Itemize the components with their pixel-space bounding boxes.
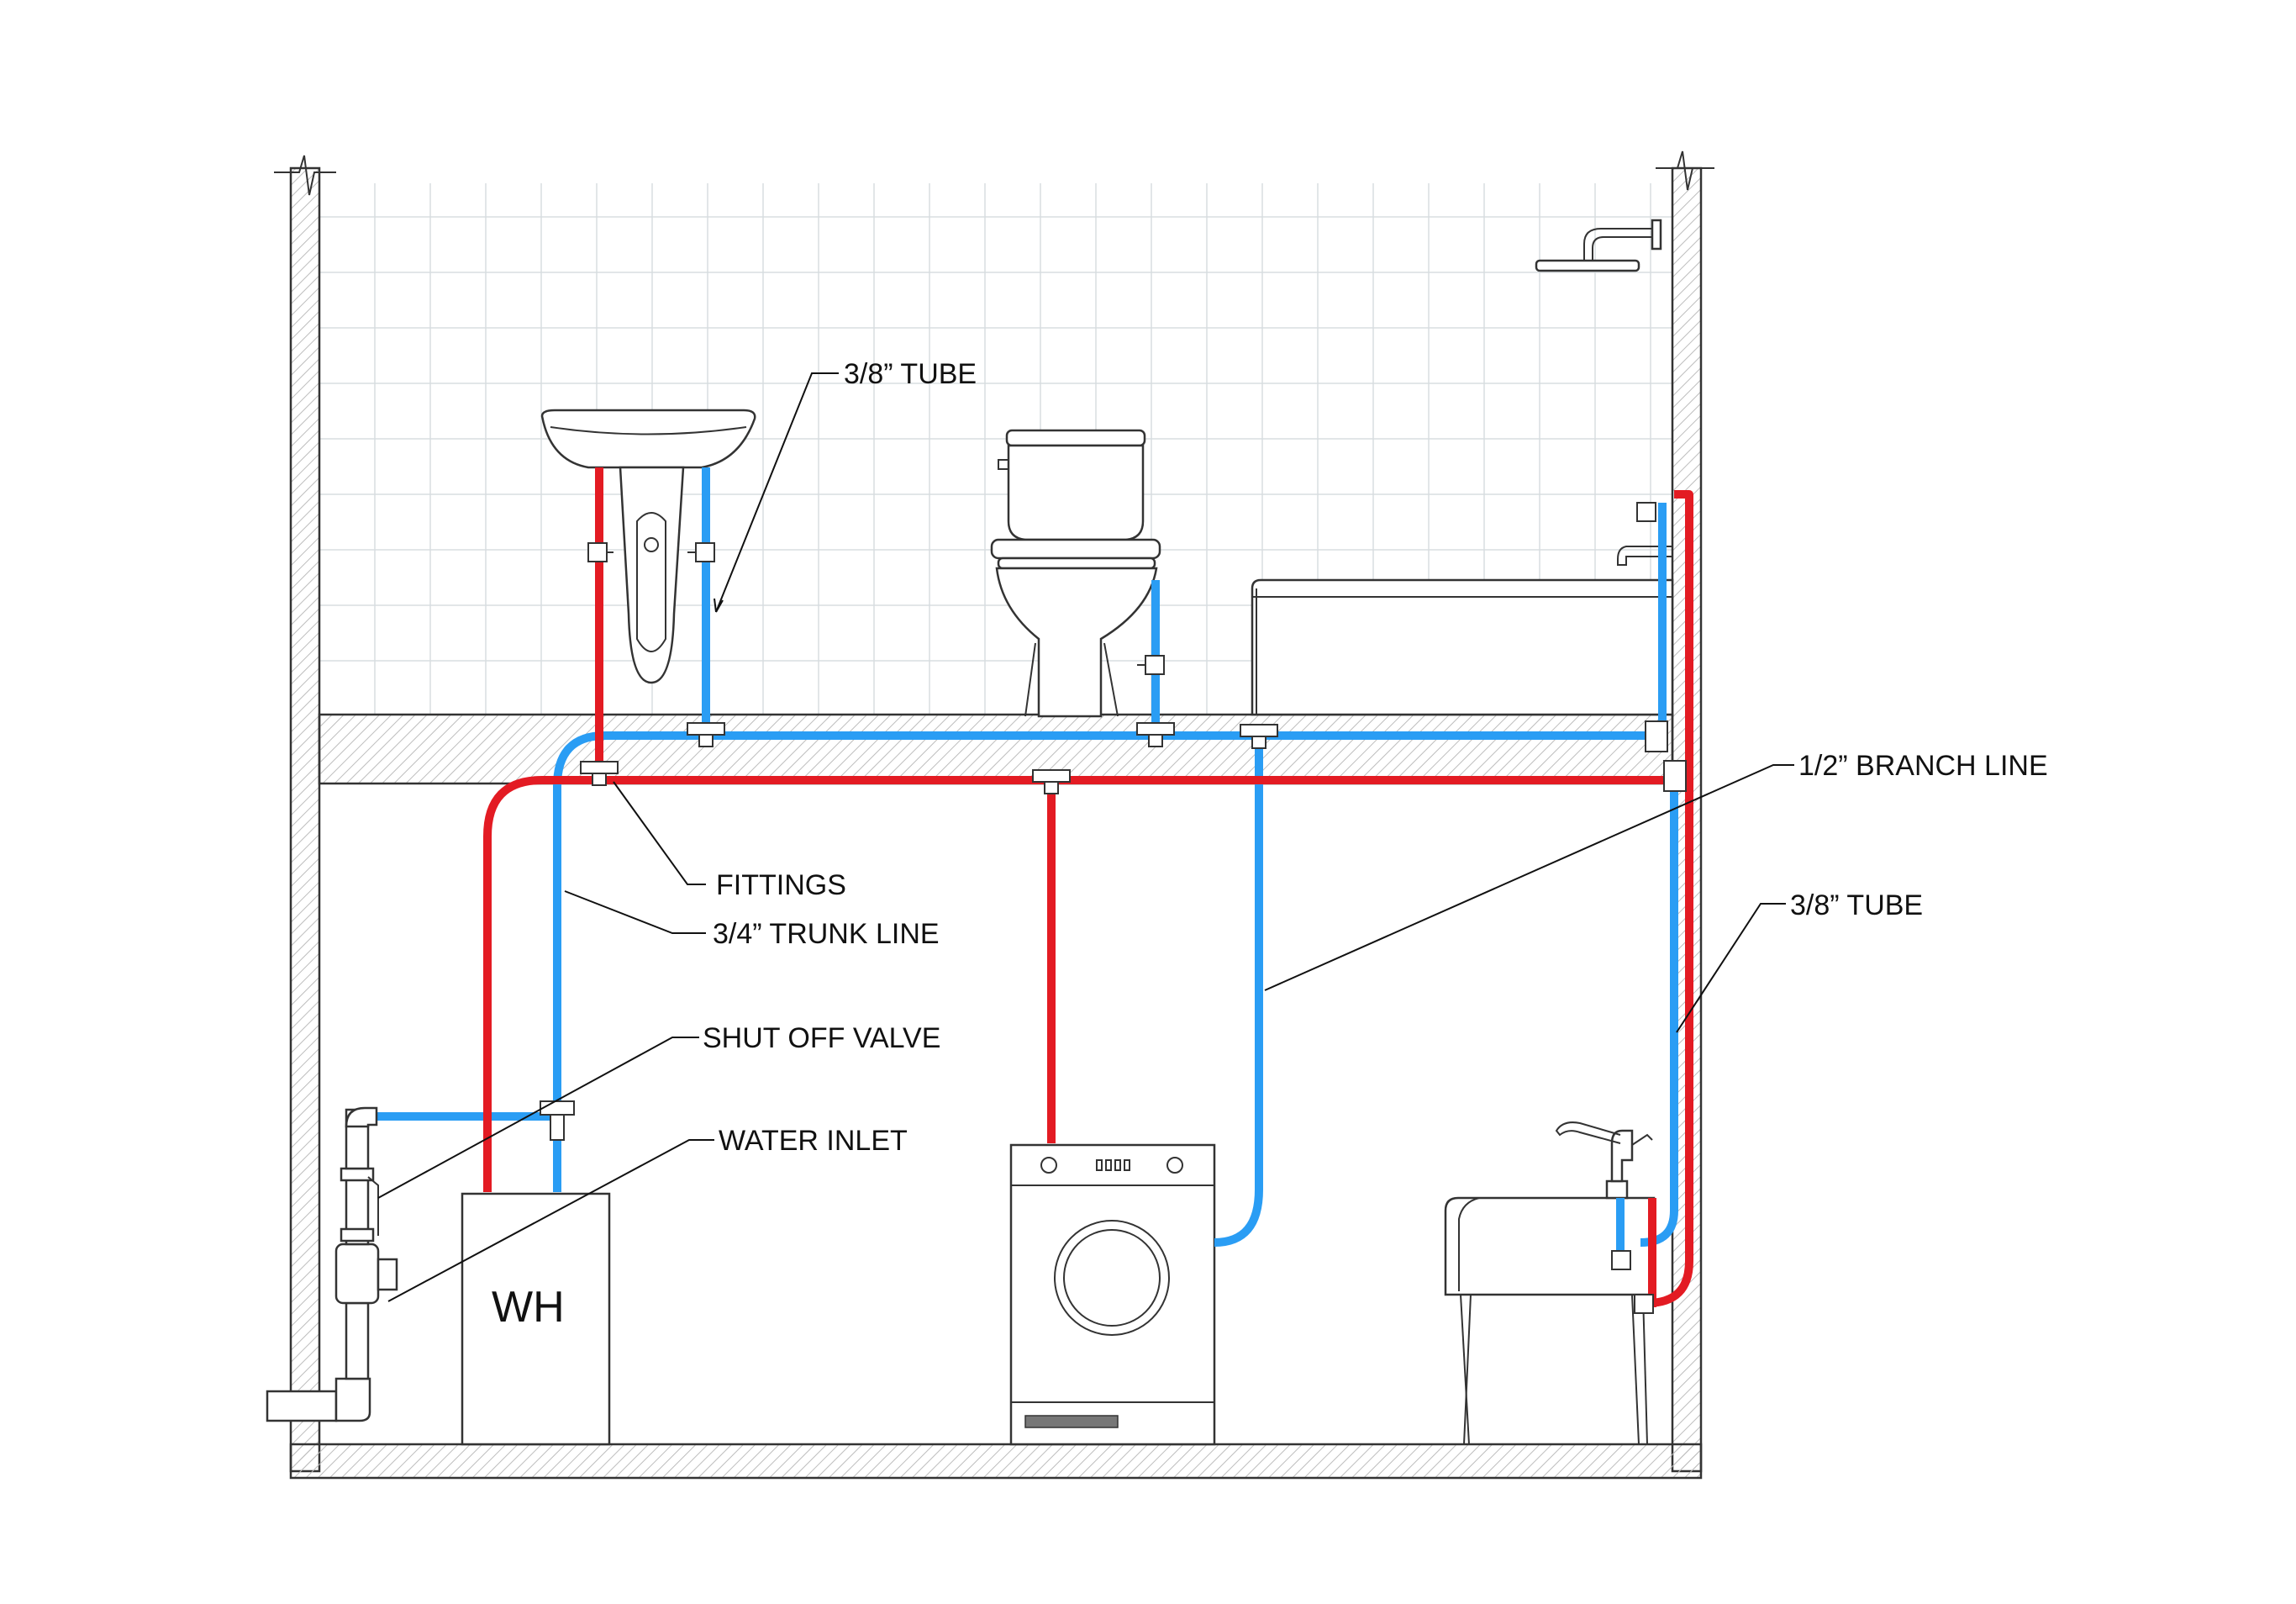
leader-branch-line <box>1264 764 1794 991</box>
leader-shut-off-valve <box>377 1037 699 1199</box>
toilet-icon <box>990 429 1161 718</box>
stop-valve <box>1636 502 1656 522</box>
bathtub-icon <box>1251 546 1674 716</box>
tee-fitting <box>687 722 725 747</box>
label-water-inlet: WATER INLET <box>719 1125 908 1157</box>
leader-water-inlet <box>387 1139 714 1302</box>
left-wall <box>289 166 321 1473</box>
label-trunk-line: 3/4” TRUNK LINE <box>713 918 940 950</box>
shower-head-icon <box>1535 219 1662 272</box>
tee-fitting <box>1240 724 1278 749</box>
leader-trunk-line <box>564 890 706 934</box>
annotation-labels: 3/8” TUBE 1/2” BRANCH LINE 3/8” TUBE FIT… <box>703 358 2048 1157</box>
valve-icon <box>266 1106 398 1422</box>
annotation-leaders <box>377 372 1794 1302</box>
stop-valve <box>1611 1250 1631 1270</box>
stop-valve <box>1137 655 1165 675</box>
utility-sink-icon <box>1444 1121 1656 1445</box>
left-break-symbol <box>274 155 336 196</box>
tee-fitting <box>580 761 619 786</box>
leader-fittings <box>613 781 706 885</box>
base-slab <box>289 1443 1703 1480</box>
washing-machine-icon <box>1009 1143 1216 1446</box>
water-heater-label: WH <box>492 1283 565 1332</box>
leader-tube-upper <box>715 372 839 613</box>
tee-fitting <box>1032 769 1071 794</box>
tee-fitting <box>1136 722 1175 747</box>
stop-valve <box>587 542 613 562</box>
label-shut-off-valve: SHUT OFF VALVE <box>703 1022 940 1054</box>
water-heater-icon: WH <box>461 1192 611 1446</box>
tee-fitting <box>1663 760 1687 792</box>
right-break-symbol <box>1656 150 1714 191</box>
hot-water-pipes <box>483 467 1693 1307</box>
tee-fitting <box>1645 720 1668 752</box>
label-tube-upper: 3/8” TUBE <box>844 358 977 390</box>
label-fittings: FITTINGS <box>716 869 846 901</box>
leader-tube-right <box>1676 903 1786 1033</box>
sink-icon <box>540 409 756 684</box>
stop-valve <box>687 542 715 562</box>
floor-slab <box>318 713 1674 785</box>
label-branch-line: 1/2” BRANCH LINE <box>1798 750 2048 782</box>
label-tube-right: 3/8” TUBE <box>1790 889 1923 921</box>
stop-valve <box>1634 1294 1654 1314</box>
